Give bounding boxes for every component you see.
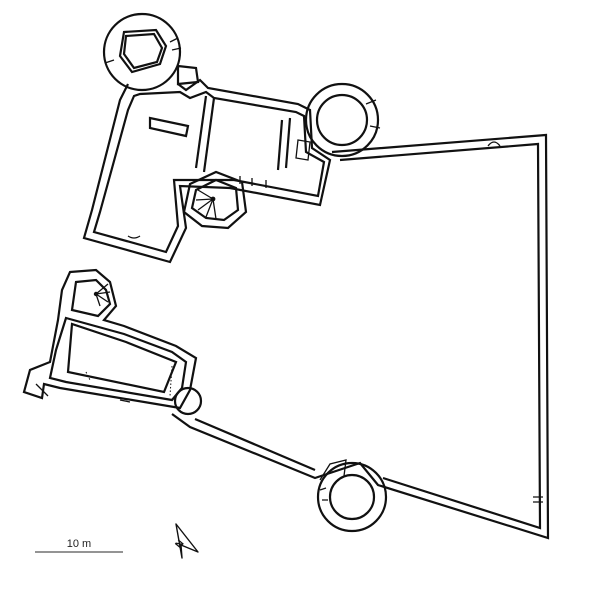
scale-bar: 10 m [35, 538, 123, 553]
southwest-building [22, 268, 203, 416]
north-stair-turret [182, 170, 248, 230]
northwest-building [82, 78, 332, 264]
curtain-wall [171, 133, 550, 540]
northeast-tower [304, 82, 381, 158]
southeast-tower [316, 459, 388, 533]
north-arrow-icon: N [174, 523, 199, 559]
northwest-tower [102, 12, 200, 92]
scale-bar-label: 10 m [67, 538, 91, 550]
